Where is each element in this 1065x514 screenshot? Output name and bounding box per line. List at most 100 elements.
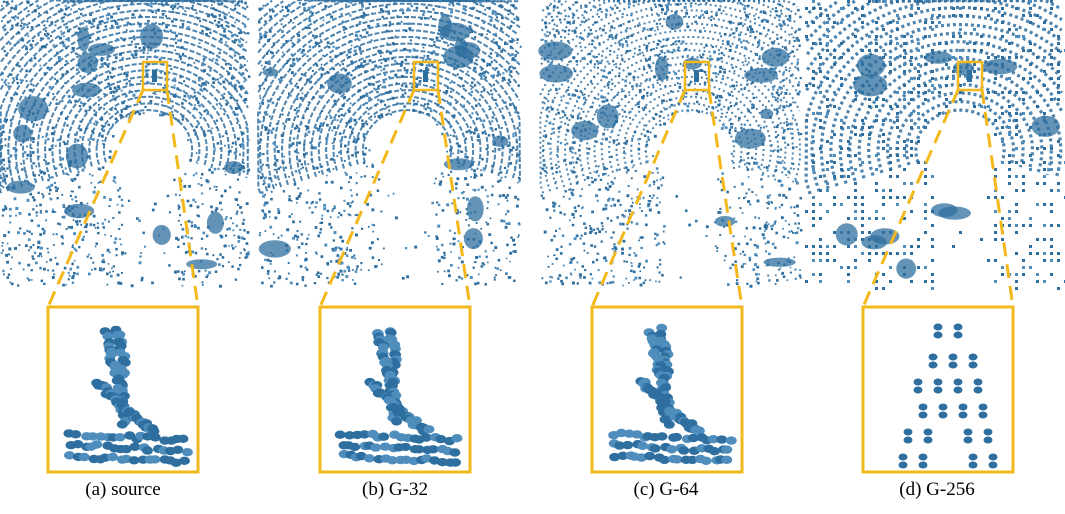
cloud-point (211, 210, 214, 214)
cloud-point (4, 207, 8, 211)
cloud-point (37, 34, 40, 37)
cloud-point (150, 5, 152, 7)
cloud-point (45, 30, 47, 33)
cloud-point (624, 209, 627, 212)
panel-g-256 (804, 0, 1065, 474)
cloud-point (426, 68, 430, 71)
cloud-point (661, 51, 663, 54)
cloud-point (241, 1, 243, 4)
cloud-point (561, 234, 565, 237)
cloud-point (994, 21, 997, 24)
cloud-point (756, 254, 758, 257)
cloud-point (231, 247, 235, 250)
cloud-point (812, 252, 815, 255)
cloud-point (584, 101, 587, 104)
zoom-point (78, 452, 90, 462)
cloud-point (739, 22, 743, 25)
cloud-point (608, 185, 612, 188)
cloud-point (37, 254, 40, 258)
cloud-point (368, 149, 371, 152)
cloud-point (896, 119, 899, 122)
cloud-point (716, 57, 720, 61)
cloud-point (553, 235, 556, 238)
cloud-point (506, 210, 510, 213)
cloud-point (275, 145, 279, 149)
highlight-box (683, 60, 711, 92)
cloud-point (65, 228, 68, 231)
cloud-point (840, 21, 843, 24)
cloud-point (1015, 126, 1018, 129)
cloud-point (733, 185, 736, 188)
cloud-point (61, 99, 64, 103)
cloud-point (86, 127, 89, 130)
cloud-point (281, 66, 285, 69)
cloud-point (303, 7, 306, 10)
cloud-point (780, 203, 784, 207)
cloud-point (388, 109, 391, 112)
cloud-point (652, 194, 655, 197)
cloud-point (436, 245, 438, 248)
cloud-point (553, 202, 557, 206)
cloud-point (512, 250, 515, 253)
cloud-point (196, 205, 200, 209)
cloud-point (358, 46, 361, 49)
cloud-point (146, 52, 149, 55)
cloud-point (812, 161, 815, 164)
cloud-point (439, 106, 442, 109)
cloud-point (626, 227, 629, 230)
cloud-point (604, 13, 608, 16)
cloud-point (744, 235, 746, 238)
cloud-point (568, 21, 571, 24)
point-cluster (64, 203, 95, 219)
cloud-point (611, 129, 614, 132)
cloud-point (355, 52, 357, 55)
cloud-point (717, 211, 720, 214)
point-cluster (665, 13, 684, 30)
cloud-point (244, 91, 247, 94)
cloud-point (315, 126, 318, 130)
cloud-point (786, 18, 790, 21)
cloud-point (30, 147, 33, 150)
cloud-point (714, 23, 717, 27)
cloud-point (347, 120, 351, 124)
cloud-point (578, 36, 582, 39)
cloud-point (65, 47, 68, 50)
cloud-point (799, 77, 802, 80)
cloud-point (619, 222, 622, 226)
cloud-point (745, 40, 748, 43)
cloud-point (225, 24, 228, 27)
cloud-point (14, 166, 18, 170)
cloud-point (924, 0, 927, 3)
cloud-point (237, 137, 240, 141)
cloud-point (795, 122, 798, 125)
cloud-point (277, 98, 280, 101)
cloud-point (264, 126, 267, 129)
cloud-point (67, 134, 69, 137)
cloud-point (474, 62, 477, 65)
cloud-point (55, 61, 58, 65)
cloud-point (49, 67, 53, 70)
cloud-point (606, 128, 609, 131)
cloud-point (419, 69, 423, 72)
cloud-point (487, 134, 491, 137)
cloud-point (611, 82, 614, 85)
cloud-point (819, 252, 822, 255)
cloud-point (636, 196, 639, 198)
cloud-point (1001, 140, 1004, 143)
cloud-point (576, 100, 578, 102)
cloud-point (566, 129, 570, 133)
cloud-point (151, 62, 155, 66)
cloud-point (566, 142, 569, 145)
cloud-point (269, 260, 272, 263)
cloud-point (5, 54, 8, 57)
cloud-point (514, 243, 517, 246)
cloud-point (582, 94, 584, 96)
cloud-point (358, 38, 361, 42)
scan-ring (593, 62, 787, 177)
cloud-point (1050, 28, 1053, 31)
cloud-point (108, 128, 111, 131)
cloud-point (781, 65, 783, 67)
cloud-point (8, 253, 11, 256)
cloud-point (776, 110, 779, 114)
cloud-point (712, 93, 715, 96)
